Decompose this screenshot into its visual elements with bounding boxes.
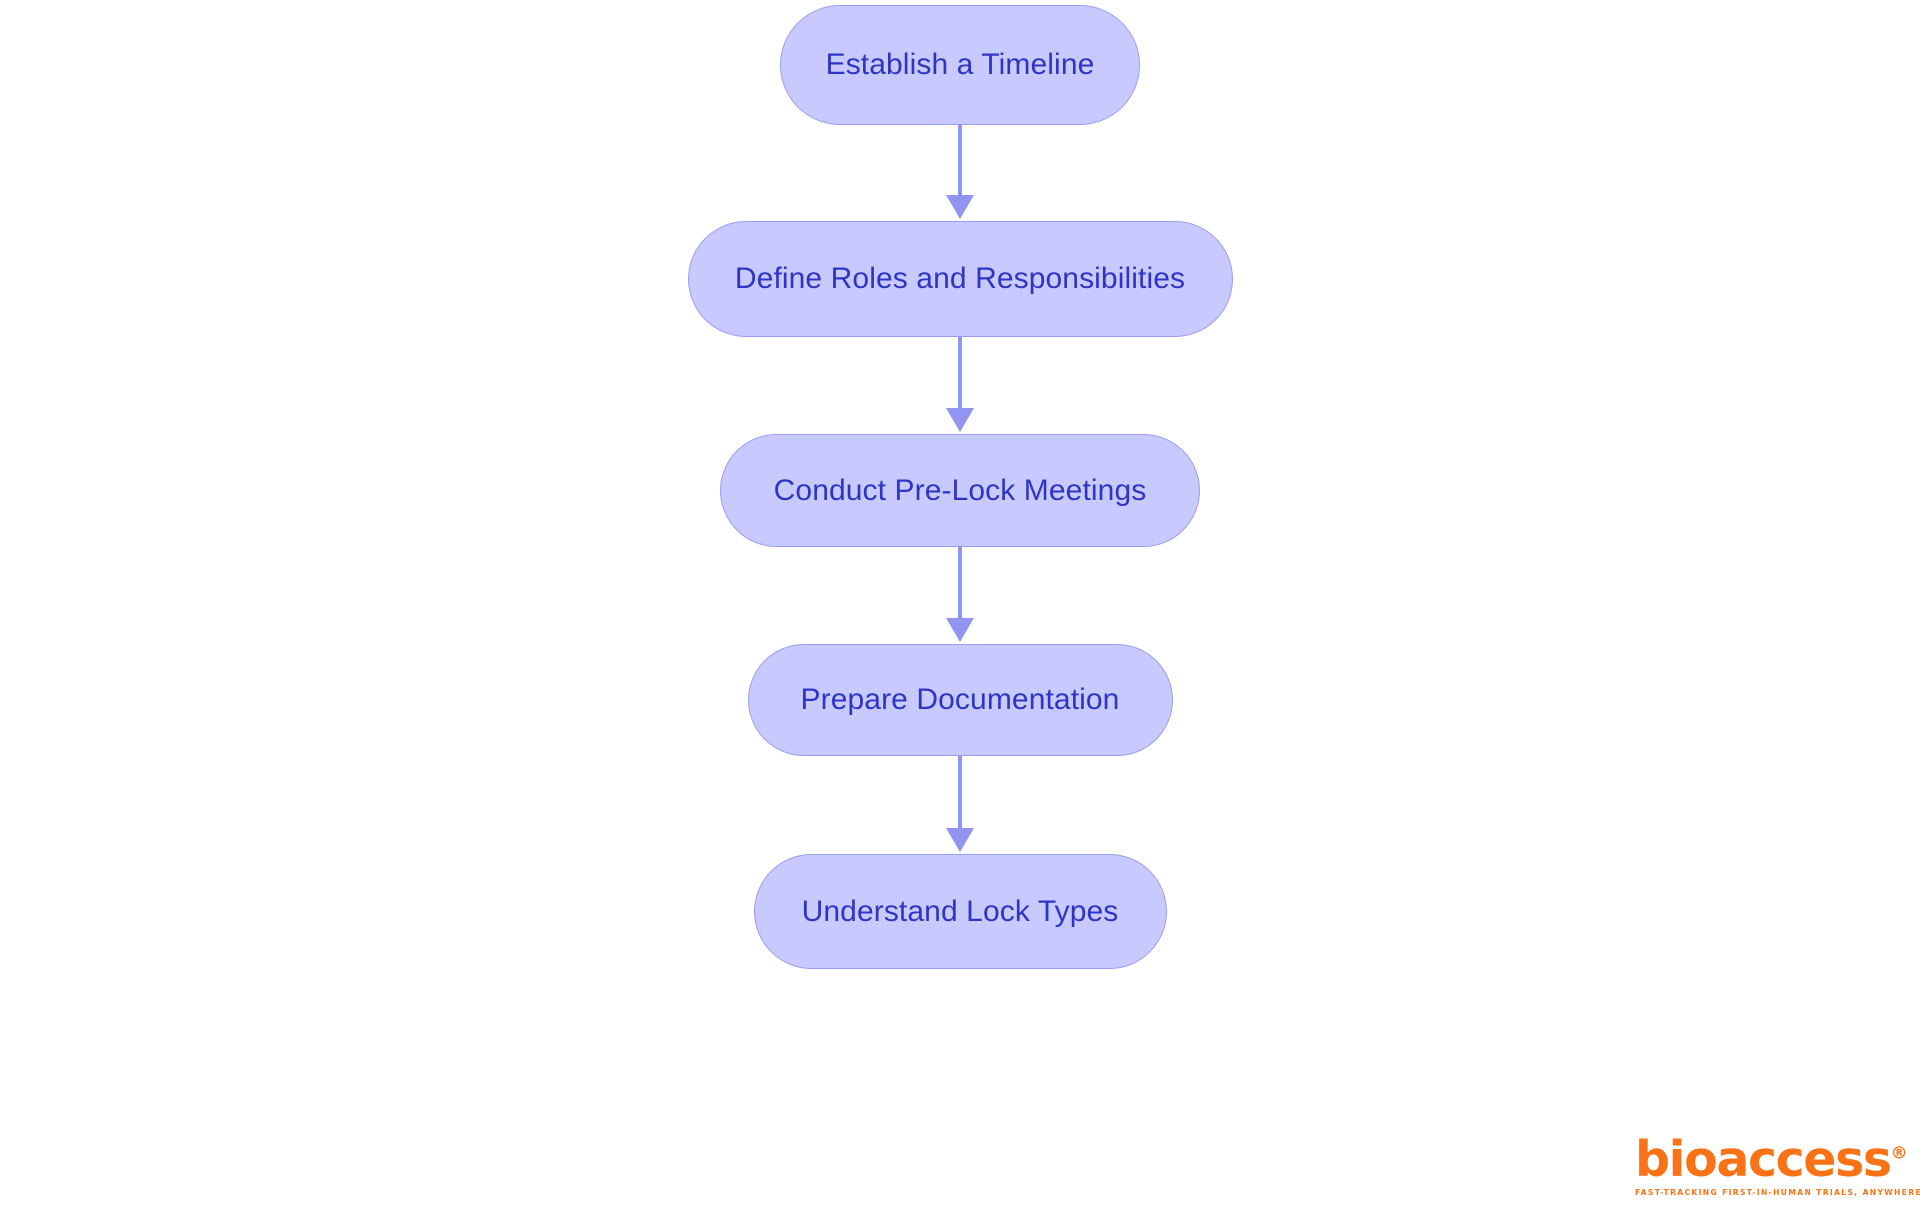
flow-node-define-roles-and-responsibilities[interactable]: Define Roles and Responsibilities (687, 221, 1233, 337)
flow-node-label: Establish a Timeline (825, 48, 1095, 81)
flowchart-node-chain: Establish a Timeline Define Roles and Re… (687, 5, 1233, 969)
connector-arrow-down-3 (946, 547, 974, 642)
connector-arrow-down-4 (946, 756, 974, 852)
flow-node-label: Understand Lock Types (801, 894, 1119, 928)
connector-arrow-down-1 (946, 125, 974, 219)
flow-node-establish-a-timeline[interactable]: Establish a Timeline (780, 5, 1140, 125)
registered-trademark-icon: ® (1890, 1143, 1908, 1164)
flow-node-label: Define Roles and Responsibilities (734, 262, 1186, 295)
logo-tagline: FAST-TRACKING FIRST-IN-HUMAN TRIALS, ANY… (1635, 1188, 1920, 1197)
flow-node-label: Conduct Pre-Lock Meetings (773, 473, 1147, 507)
logo-wordmark-text: bioaccess (1635, 1131, 1892, 1188)
logo-wordmark: bioaccess® (1635, 1135, 1908, 1184)
connector-arrow-down-2 (946, 337, 974, 432)
flow-node-label: Prepare Documentation (800, 683, 1120, 716)
flow-node-conduct-pre-lock-meetings[interactable]: Conduct Pre-Lock Meetings (720, 434, 1200, 547)
flow-node-understand-lock-types[interactable]: Understand Lock Types (753, 854, 1167, 969)
flow-node-prepare-documentation[interactable]: Prepare Documentation (747, 644, 1173, 756)
bioaccess-logo: bioaccess® FAST-TRACKING FIRST-IN-HUMAN … (1635, 1135, 1920, 1197)
